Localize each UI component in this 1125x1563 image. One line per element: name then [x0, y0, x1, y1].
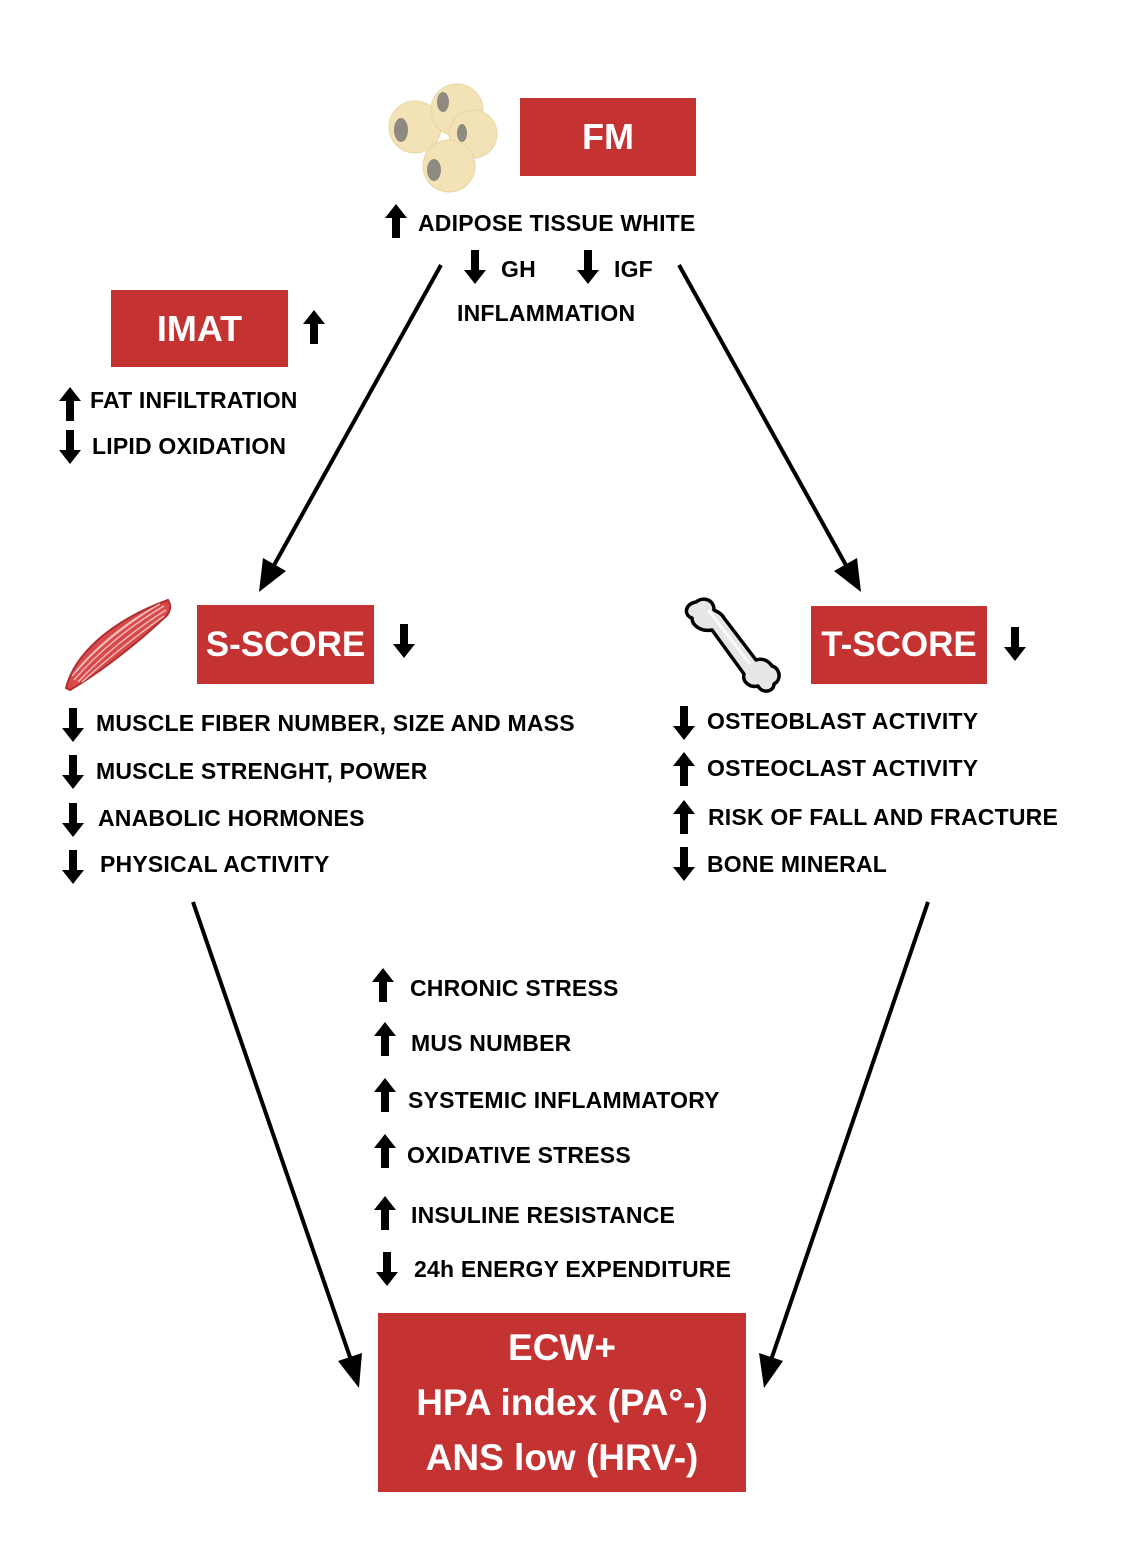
up-arrow-icon	[673, 752, 695, 786]
imat-label: IMAT	[156, 307, 243, 349]
connector-fm-to-sscore	[271, 264, 443, 568]
down-arrow-icon	[577, 250, 599, 284]
tscore-effect-bone-mineral: BONE MINERAL	[707, 851, 888, 877]
connector-fm-to-tscore-head	[834, 558, 861, 592]
up-arrow-icon	[385, 204, 407, 238]
bone-icon	[678, 594, 784, 694]
fm-effect-adipose: ADIPOSE TISSUE WHITE	[418, 210, 696, 236]
connector-fm-to-tscore	[677, 264, 849, 568]
tscore-effect-osteoblast: OSTEOBLAST ACTIVITY	[707, 708, 979, 734]
sscore-label: S-SCORE	[205, 624, 366, 664]
up-arrow-icon	[303, 310, 325, 344]
connector-sscore-to-final-head	[338, 1353, 362, 1388]
center-effect-energy-expenditure: 24h ENERGY EXPENDITURE	[414, 1256, 732, 1282]
center-effect-systemic-inflammatory: SYSTEMIC INFLAMMATORY	[408, 1087, 720, 1113]
fm-effect-gh: GH	[501, 256, 536, 282]
muscle-icon	[60, 596, 174, 692]
down-arrow-icon	[59, 430, 81, 464]
up-arrow-icon	[673, 800, 695, 834]
tscore-label: T-SCORE	[821, 625, 977, 664]
connector-fm-to-sscore-head	[259, 558, 286, 592]
sscore-effect-fiber: MUSCLE FIBER NUMBER, SIZE AND MASS	[96, 710, 575, 736]
center-effect-insuline-resistance: INSULINE RESISTANCE	[411, 1202, 676, 1228]
center-effect-oxidative-stress: OXIDATIVE STRESS	[407, 1142, 631, 1168]
down-arrow-icon	[393, 624, 415, 658]
down-arrow-icon	[62, 755, 84, 789]
up-arrow-icon	[372, 968, 394, 1002]
fm-effect-inflammation: INFLAMMATION	[457, 300, 636, 326]
imat-effect-fat-infiltration: FAT INFILTRATION	[90, 387, 298, 413]
center-effect-mus-number: MUS NUMBER	[411, 1030, 572, 1056]
down-arrow-icon	[1004, 627, 1026, 661]
center-effect-chronic-stress: CHRONIC STRESS	[410, 975, 619, 1001]
outcome-box: ECW+ HPA index (PA°-) ANS low (HRV-)	[378, 1313, 746, 1492]
sscore-effect-activity: PHYSICAL ACTIVITY	[100, 851, 330, 877]
imat-box: IMAT	[111, 290, 288, 367]
sscore-effect-strength: MUSCLE STRENGHT, POWER	[96, 758, 428, 784]
down-arrow-icon	[673, 847, 695, 881]
up-arrow-icon	[374, 1134, 396, 1168]
tscore-box: T-SCORE	[811, 606, 987, 684]
up-arrow-icon	[374, 1022, 396, 1056]
down-arrow-icon	[62, 850, 84, 884]
fm-box: FM	[520, 98, 696, 176]
down-arrow-icon	[673, 706, 695, 740]
outcome-hpa-index: HPA index (PA°-)	[416, 1382, 708, 1423]
outcome-ecw: ECW+	[508, 1327, 616, 1368]
up-arrow-icon	[374, 1196, 396, 1230]
down-arrow-icon	[62, 803, 84, 837]
connector-sscore-to-final	[191, 901, 353, 1361]
up-arrow-icon	[59, 387, 81, 421]
up-arrow-icon	[374, 1078, 396, 1112]
down-arrow-icon	[62, 708, 84, 742]
down-arrow-icon	[376, 1252, 398, 1286]
fm-label: FM	[582, 116, 634, 157]
connector-tscore-to-final-head	[759, 1353, 783, 1388]
connector-tscore-to-final	[769, 901, 930, 1361]
fm-effect-igf: IGF	[614, 256, 653, 282]
tscore-effect-osteoclast: OSTEOCLAST ACTIVITY	[707, 755, 979, 781]
fat-cells-icon	[385, 82, 503, 194]
sscore-effect-hormones: ANABOLIC HORMONES	[98, 805, 365, 831]
sscore-box: S-SCORE	[197, 605, 374, 684]
tscore-effect-fracture: RISK OF FALL AND FRACTURE	[708, 804, 1058, 830]
outcome-ans-low: ANS low (HRV-)	[425, 1437, 699, 1478]
imat-effect-lipid-oxidation: LIPID OXIDATION	[92, 433, 287, 459]
down-arrow-icon	[464, 250, 486, 284]
